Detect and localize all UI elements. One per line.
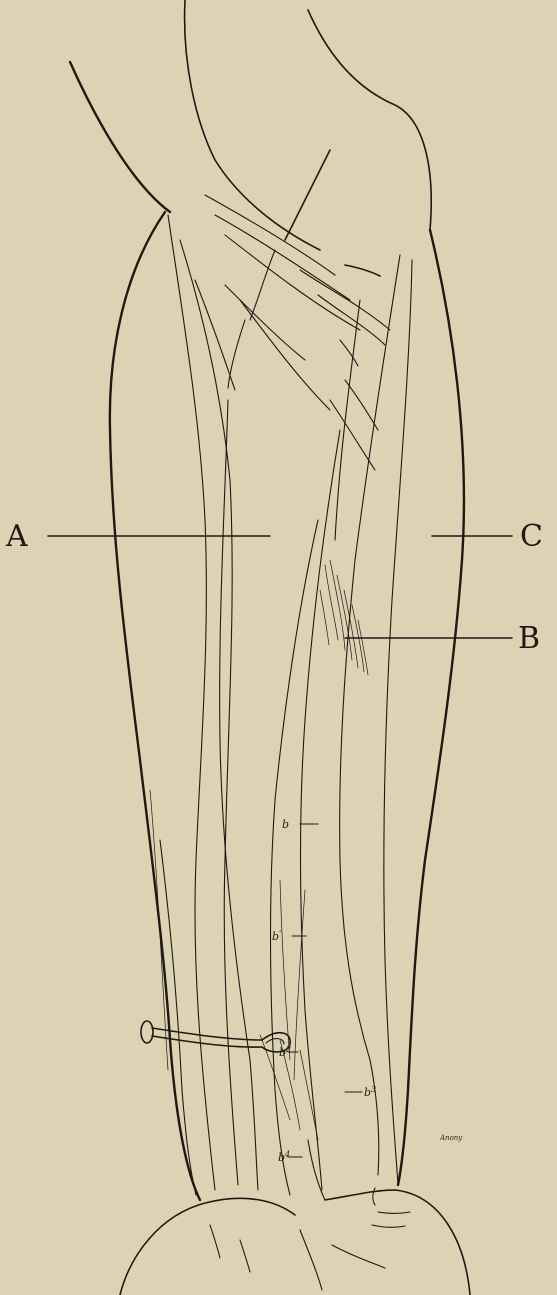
- label-b-small: b: [282, 818, 289, 831]
- label-b4-base: b: [278, 1151, 285, 1164]
- label-b1-base: b: [272, 930, 279, 943]
- label-b1-mark: ': [279, 929, 281, 938]
- label-b3-base: b: [364, 1086, 371, 1099]
- label-b4-mark: 4: [284, 1150, 290, 1159]
- label-b: B: [518, 621, 540, 656]
- label-b2-mark: 2: [285, 1045, 291, 1054]
- label-b2-base: b: [279, 1046, 286, 1059]
- label-c: C: [520, 519, 543, 554]
- label-b3-mark: 3: [371, 1085, 376, 1094]
- artist-signature: Anony: [439, 1134, 463, 1142]
- label-a: A: [5, 519, 28, 554]
